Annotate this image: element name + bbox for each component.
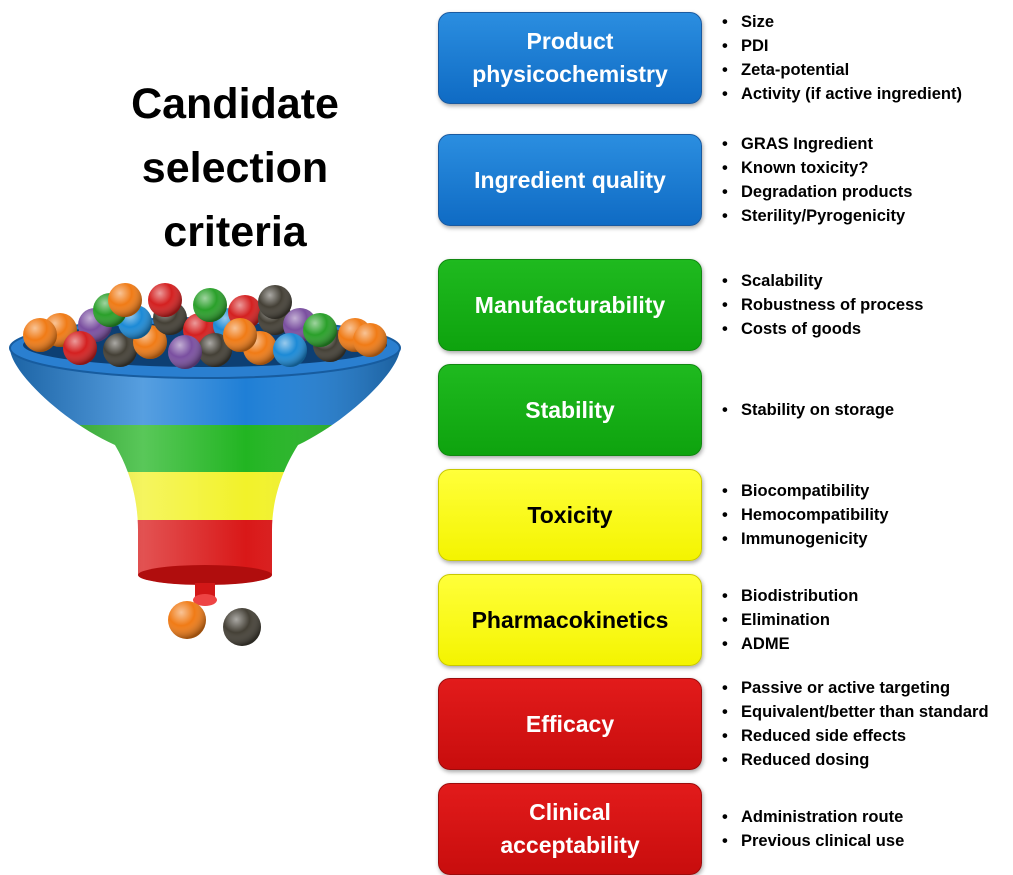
criterion-box: Manufacturability <box>438 259 702 351</box>
funnel-balls <box>23 283 387 369</box>
criterion-box: Clinical acceptability <box>438 783 702 875</box>
bullet-item: Elimination <box>722 608 858 632</box>
bullet-item: Reduced dosing <box>722 748 989 772</box>
criterion-label: Product physicochemistry <box>472 28 668 87</box>
criterion-bullets: Administration routePrevious clinical us… <box>722 783 904 875</box>
title-line: Candidate <box>131 80 339 128</box>
criterion-box: Toxicity <box>438 469 702 561</box>
ball <box>273 333 307 367</box>
bullet-item: PDI <box>722 34 962 58</box>
criterion-label: Toxicity <box>527 501 613 528</box>
funnel-illustration <box>9 283 401 646</box>
criterion-bullets: Stability on storage <box>722 364 894 456</box>
output-balls <box>168 601 261 646</box>
bullet-item: ADME <box>722 632 858 656</box>
criterion-box: Pharmacokinetics <box>438 574 702 666</box>
ball <box>303 313 337 347</box>
ball <box>193 288 227 322</box>
bullet-item: Immunogenicity <box>722 527 889 551</box>
criterion-box: Ingredient quality <box>438 134 702 226</box>
bullet-item: Biocompatibility <box>722 479 889 503</box>
bullet-item: Sterility/Pyrogenicity <box>722 204 912 228</box>
criterion-bullets: BiocompatibilityHemocompatibilityImmunog… <box>722 469 889 561</box>
ball <box>23 318 57 352</box>
diagram-title: Candidate selection criteria <box>70 72 400 264</box>
bullet-item: Reduced side effects <box>722 724 989 748</box>
criterion-bullets: GRAS IngredientKnown toxicity?Degradatio… <box>722 132 912 228</box>
ball <box>168 601 206 639</box>
criterion-bullets: Passive or active targetingEquivalent/be… <box>722 676 989 772</box>
ball <box>148 283 182 317</box>
criterion-box: Product physicochemistry <box>438 12 702 104</box>
bullet-item: Known toxicity? <box>722 156 912 180</box>
ball <box>103 333 137 367</box>
bullet-item: Hemocompatibility <box>722 503 889 527</box>
criterion-label: Clinical acceptability <box>500 799 640 858</box>
bullet-item: Size <box>722 10 962 34</box>
bullet-item: Previous clinical use <box>722 829 904 853</box>
bullet-item: Degradation products <box>722 180 912 204</box>
bullet-item: Biodistribution <box>722 584 858 608</box>
ball <box>108 283 142 317</box>
ball <box>353 323 387 357</box>
ball <box>198 333 232 367</box>
ball <box>63 331 97 365</box>
criterion-label: Pharmacokinetics <box>471 606 669 633</box>
bullet-item: Administration route <box>722 805 904 829</box>
bullet-item: Activity (if active ingredient) <box>722 82 962 106</box>
bullet-item: Robustness of process <box>722 293 923 317</box>
criterion-bullets: SizePDIZeta-potentialActivity (if active… <box>722 10 962 106</box>
criterion-box: Stability <box>438 364 702 456</box>
criterion-label: Efficacy <box>525 710 615 737</box>
criterion-label: Ingredient quality <box>474 166 666 193</box>
criterion-box: Efficacy <box>438 678 702 770</box>
bullet-item: Passive or active targeting <box>722 676 989 700</box>
bullet-item: Equivalent/better than standard <box>722 700 989 724</box>
criterion-bullets: ScalabilityRobustness of processCosts of… <box>722 259 923 351</box>
bullet-item: Scalability <box>722 269 923 293</box>
title-line: selection <box>141 144 329 192</box>
bullet-item: GRAS Ingredient <box>722 132 912 156</box>
criterion-label: Manufacturability <box>474 291 666 318</box>
ball <box>223 608 261 646</box>
bullet-item: Costs of goods <box>722 317 923 341</box>
bullet-item: Zeta-potential <box>722 58 962 82</box>
ball <box>258 285 292 319</box>
bullet-item: Stability on storage <box>722 398 894 422</box>
ball <box>168 335 202 369</box>
criterion-label: Stability <box>525 396 615 423</box>
criterion-bullets: BiodistributionEliminationADME <box>722 574 858 666</box>
title-line: criteria <box>163 208 307 256</box>
ball <box>223 318 257 352</box>
